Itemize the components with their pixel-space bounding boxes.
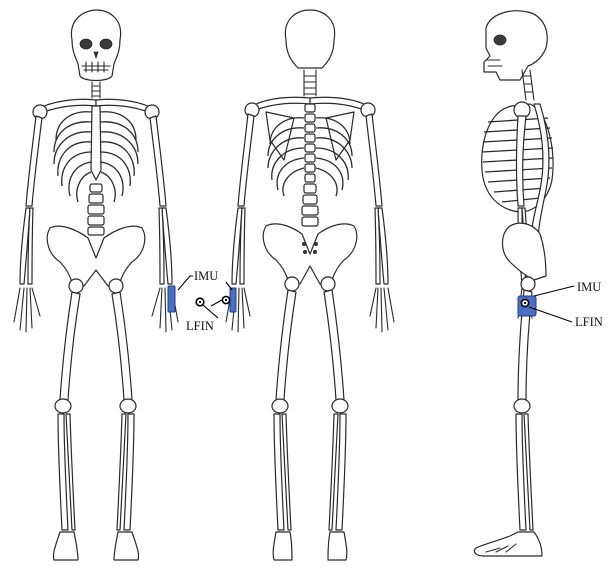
skeleton-side-view [474,11,553,556]
back-imu-sensor [230,288,236,312]
front-imu-sensor [168,286,175,312]
front-imu-label: IMU [194,269,218,283]
side-skull [484,11,547,80]
front-spine [88,184,104,235]
front-lfin-marker [196,298,204,306]
back-lfin-marker [222,296,229,303]
side-lfin-label: LFIN [575,315,603,329]
side-imu-label: IMU [577,280,601,294]
back-skull [285,10,334,68]
side-lfin-marker [521,299,528,306]
back-spine [302,104,318,226]
side-pelvis [503,223,547,280]
skeleton-front-view [14,10,178,560]
skeleton-back-view [226,10,394,560]
back-pelvis [263,224,357,284]
front-lfin-label: LFIN [186,319,214,333]
